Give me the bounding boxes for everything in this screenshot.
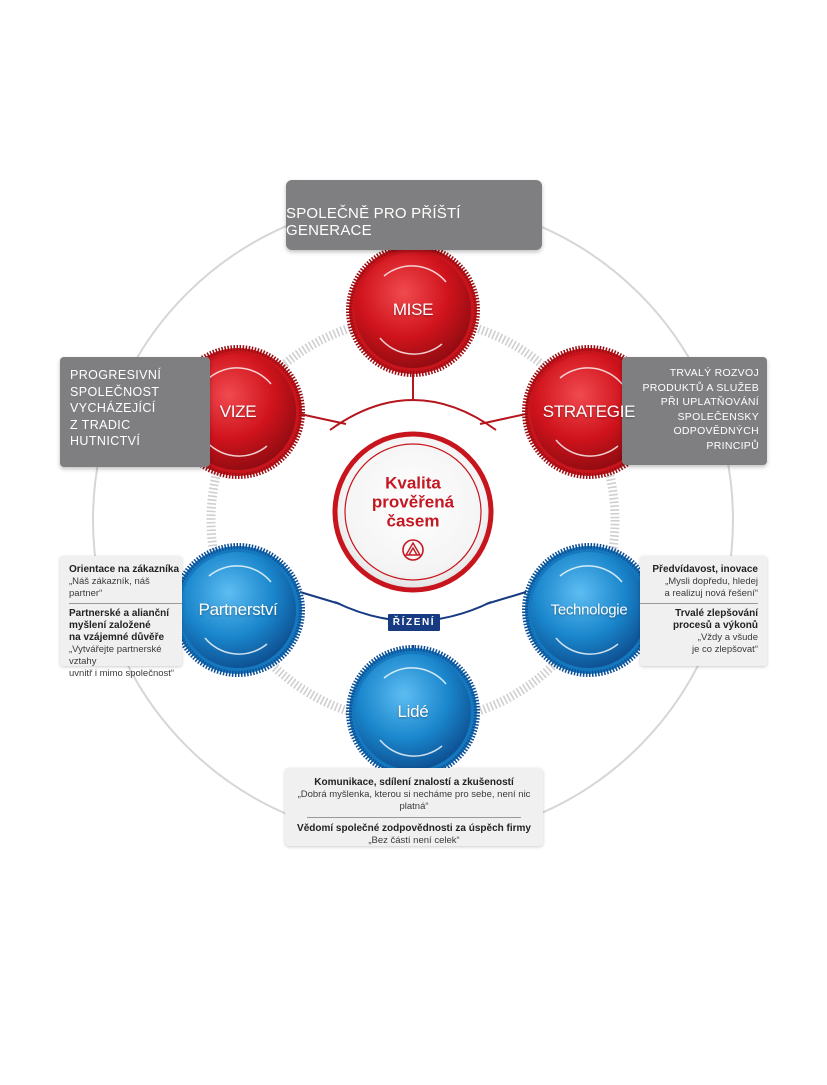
lide-item1-quote: „Dobrá myšlenka, kterou si necháme pro s… [297, 789, 531, 812]
node-mise [346, 243, 480, 377]
vize-statement-line: HUTNICTVÍ [70, 434, 141, 448]
strategie-statement-line: TRVALÝ ROZVOJ [669, 367, 759, 379]
lide-info-box: Komunikace, sdílení znalostí a zkušenost… [285, 768, 543, 846]
triangle-logo-icon [402, 539, 424, 561]
lide-item2-quote: „Bez částí není celek“ [368, 835, 460, 846]
technologie-item1-quote-line: a realizuj nová řešení“ [664, 588, 758, 599]
mise-label: MISE [392, 300, 434, 319]
partnerstvi-item2-title-line: myšlení založené [69, 620, 151, 631]
lide-item1-title: Komunikace, sdílení znalostí a zkušenost… [314, 777, 514, 788]
partnerstvi-info-box: Orientace na zákazníka „Náš zákazník, ná… [60, 556, 182, 679]
strategie-statement-line: SPOLEČENSKY [677, 410, 759, 423]
vize-statement-line: VYCHÁZEJÍCÍ [70, 401, 156, 415]
vize-label: VIZE [219, 402, 257, 421]
rizeni-tag: ŘÍZENÍ [388, 614, 440, 631]
center-line-2: prověřená [371, 492, 455, 512]
technologie-item2-title-line: Trvalé zlepšování [675, 608, 758, 619]
technologie-item1-quote-line: „Mysli dopředu, hledej [665, 576, 758, 587]
vize-statement-line: Z TRADIC [70, 417, 131, 432]
strategie-statement-line: PRINCIPŮ [706, 439, 759, 452]
top-banner: SPOLEČNĚ PRO PŘÍŠTÍ GENERACE [286, 180, 542, 250]
center-line-1: Kvalita [385, 473, 441, 493]
node-strategie [522, 345, 656, 479]
technologie-label: Technologie [550, 601, 628, 619]
strategie-statement-box: TRVALÝ ROZVOJ PRODUKTŮ A SLUŽEB PŘI UPLA… [622, 357, 767, 465]
partnerstvi-item1-title: Orientace na zákazníka [69, 564, 180, 575]
partnerstvi-item2-title-line: Partnerské a alianční [69, 608, 170, 619]
center-circle [332, 431, 494, 593]
top-banner-text: SPOLEČNĚ PRO PŘÍŠTÍ GENERACE [286, 205, 461, 239]
strategie-statement-line: ODPOVĚDNÝCH [673, 425, 759, 437]
partnerstvi-item2-quote-line: uvnitř i mimo společnost“ [69, 668, 175, 679]
center-line-3: časem [386, 511, 440, 531]
lide-item2-title: Vědomí společné zodpovědnosti za úspěch … [297, 823, 531, 834]
partnerstvi-item2-quote-line: „Vytvářejte partnerské vztahy [69, 644, 162, 667]
vize-statement-line: SPOLEČNOST [70, 384, 160, 399]
partnerstvi-item1-quote: „Náš zákazník, náš partner“ [69, 576, 150, 599]
strategie-label: STRATEGIE [542, 402, 636, 421]
technologie-info-box: Předvídavost, inovace „Mysli dopředu, hl… [640, 556, 767, 666]
technologie-item2-quote-line: je co zlepšovat“ [691, 644, 758, 655]
technologie-item1-title: Předvídavost, inovace [652, 564, 758, 575]
divider [69, 603, 182, 604]
lide-label: Lidé [397, 702, 429, 721]
technologie-item2-title-line: procesů a výkonů [672, 620, 758, 631]
partnerstvi-item2-title-line: na vzájemné důvěře [69, 632, 165, 643]
strategie-statement-line: PŘI UPLATŇOVÁNÍ [660, 396, 759, 408]
divider [640, 603, 758, 604]
red-connectors [299, 372, 527, 425]
center-title: Kvalita prověřená časem [372, 474, 454, 531]
vize-statement-line: PROGRESIVNÍ [70, 368, 162, 382]
technologie-item2-quote-line: „Vždy a všude [697, 632, 758, 643]
partnerstvi-label: Partnerství [198, 600, 278, 619]
red-arc [329, 399, 497, 431]
node-lide [346, 645, 480, 779]
vize-statement-box: PROGRESIVNÍ SPOLEČNOST VYCHÁZEJÍCÍ Z TRA… [60, 357, 210, 467]
node-partnerstvi [171, 543, 305, 677]
strategie-statement-line: PRODUKTŮ A SLUŽEB [642, 381, 759, 394]
divider [307, 817, 521, 818]
center-inner-ring [344, 443, 482, 581]
